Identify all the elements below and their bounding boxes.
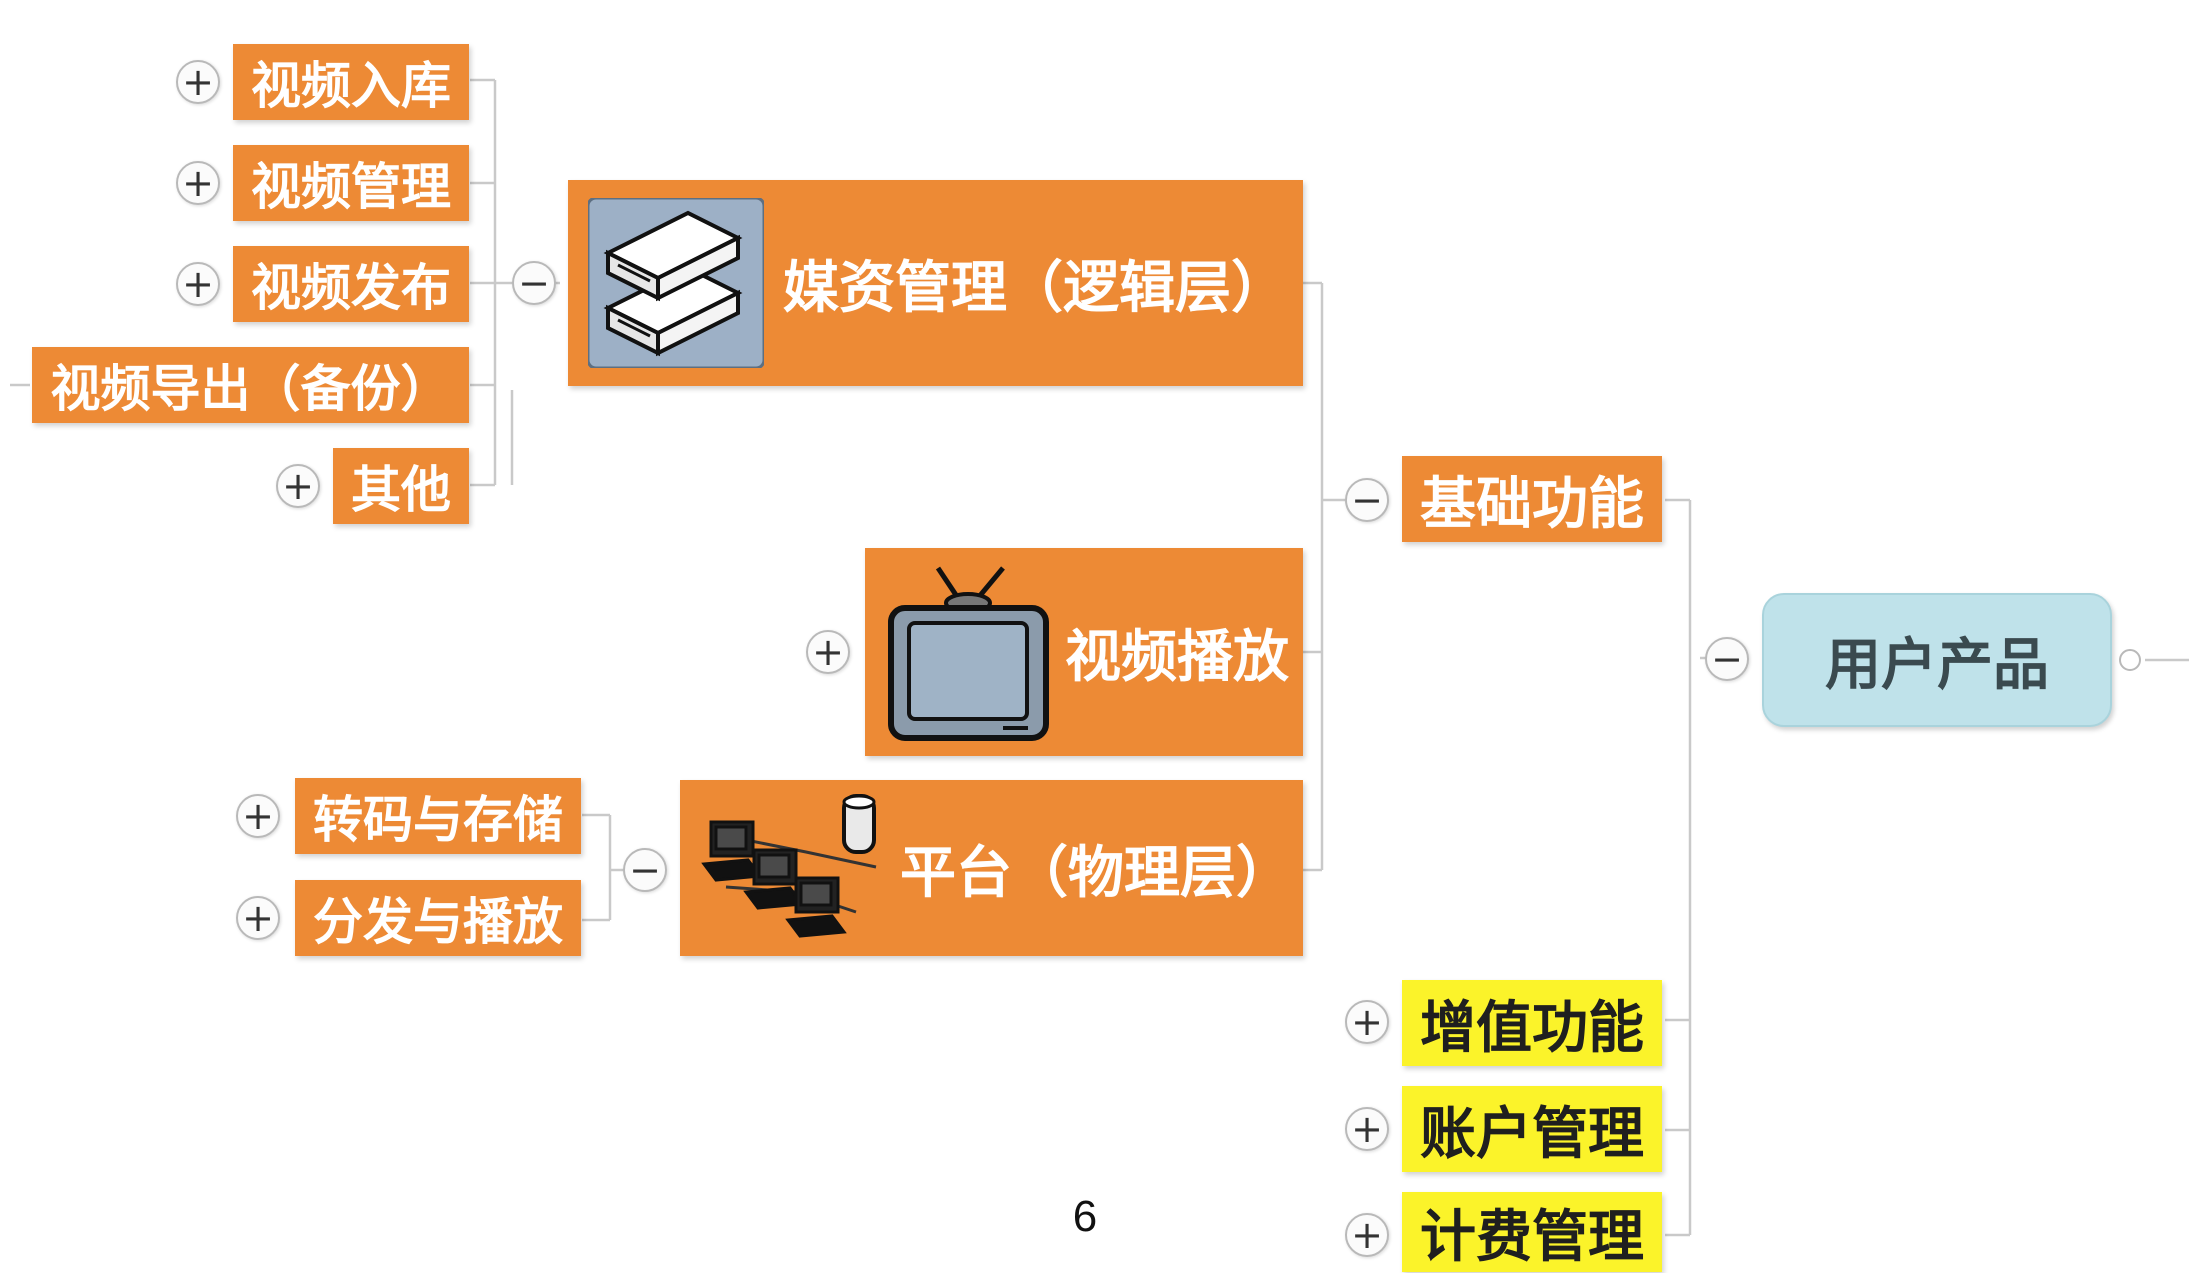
platform-child-toggle[interactable]: + — [236, 896, 280, 940]
media-child-label: 视频发布 — [251, 259, 451, 317]
basic-function-label: 基础功能 — [1420, 471, 1644, 537]
media-child-toggle[interactable]: + — [176, 161, 220, 205]
media-child-node[interactable]: 其他 — [333, 448, 469, 524]
platform-child-label: 分发与播放 — [313, 893, 563, 951]
media-child-label: 视频管理 — [251, 158, 451, 216]
video-playback-node[interactable]: 视频播放 — [865, 548, 1303, 756]
account-label: 账户管理 — [1420, 1101, 1644, 1167]
media-child-label: 视频导出（备份） — [50, 360, 451, 418]
media-child-toggle[interactable]: + — [276, 464, 320, 508]
basic-function-node[interactable]: 基础功能 — [1402, 456, 1662, 542]
billing-toggle[interactable]: + — [1345, 1213, 1389, 1257]
platform-child-node[interactable]: 转码与存储 — [295, 778, 581, 854]
root-connector-icon — [2119, 649, 2141, 671]
root-node[interactable]: 用户产品 — [1762, 593, 2112, 727]
network-computers-icon — [696, 792, 896, 944]
media-management-label: 媒资管理（逻辑层） — [783, 255, 1287, 321]
platform-child-node[interactable]: 分发与播放 — [295, 880, 581, 956]
media-child-node[interactable]: 视频管理 — [233, 145, 469, 221]
television-icon — [883, 558, 1053, 748]
root-collapse-toggle[interactable]: − — [1705, 637, 1749, 681]
video-playback-toggle[interactable]: + — [806, 630, 850, 674]
media-child-node[interactable]: 视频发布 — [233, 246, 469, 322]
video-playback-label: 视频播放 — [1065, 624, 1289, 690]
basic-function-toggle[interactable]: − — [1345, 478, 1389, 522]
value-added-node[interactable]: 增值功能 — [1402, 980, 1662, 1066]
media-child-node[interactable]: 视频入库 — [233, 44, 469, 120]
page-number: 6 — [1072, 1192, 1098, 1241]
media-child-node[interactable]: 视频导出（备份） — [32, 347, 469, 423]
platform-node[interactable]: 平台（物理层） — [680, 780, 1303, 956]
value-added-label: 增值功能 — [1420, 995, 1644, 1061]
server-stack-icon — [586, 196, 766, 370]
account-toggle[interactable]: + — [1345, 1107, 1389, 1151]
media-child-label: 其他 — [351, 461, 451, 519]
root-label: 用户产品 — [1825, 632, 2049, 698]
platform-label: 平台（物理层） — [900, 840, 1292, 906]
media-management-node[interactable]: 媒资管理（逻辑层） — [568, 180, 1303, 386]
value-added-toggle[interactable]: + — [1345, 1000, 1389, 1044]
platform-child-toggle[interactable]: + — [236, 794, 280, 838]
media-management-toggle[interactable]: − — [512, 261, 556, 305]
media-child-toggle[interactable]: + — [176, 262, 220, 306]
platform-toggle[interactable]: − — [623, 848, 667, 892]
billing-node[interactable]: 计费管理 — [1402, 1192, 1662, 1272]
billing-label: 计费管理 — [1420, 1204, 1644, 1270]
platform-child-label: 转码与存储 — [313, 791, 563, 849]
media-child-toggle[interactable]: + — [176, 60, 220, 104]
account-node[interactable]: 账户管理 — [1402, 1086, 1662, 1172]
media-child-label: 视频入库 — [251, 57, 451, 115]
